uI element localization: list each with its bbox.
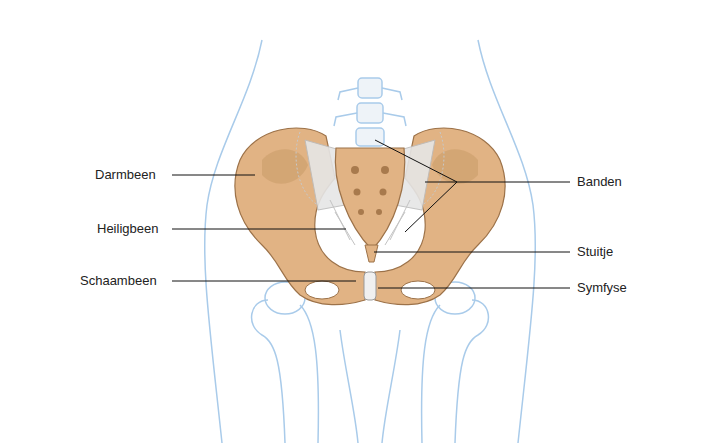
spine [334, 78, 406, 146]
sacrum [335, 148, 404, 250]
part-label: Heiligbeen [97, 221, 158, 237]
part-label: Stuitje [577, 244, 613, 260]
symphysis [364, 272, 376, 300]
sacral-foramina [351, 166, 389, 215]
part-label: Banden [577, 174, 622, 190]
pelvis-bone [235, 128, 505, 305]
body-outline [205, 40, 536, 443]
leader-lines [172, 140, 570, 288]
part-label: Symfyse [577, 280, 627, 296]
part-label: Schaambeen [80, 273, 157, 289]
part-label: Darmbeen [95, 167, 156, 183]
coccyx [365, 245, 378, 262]
